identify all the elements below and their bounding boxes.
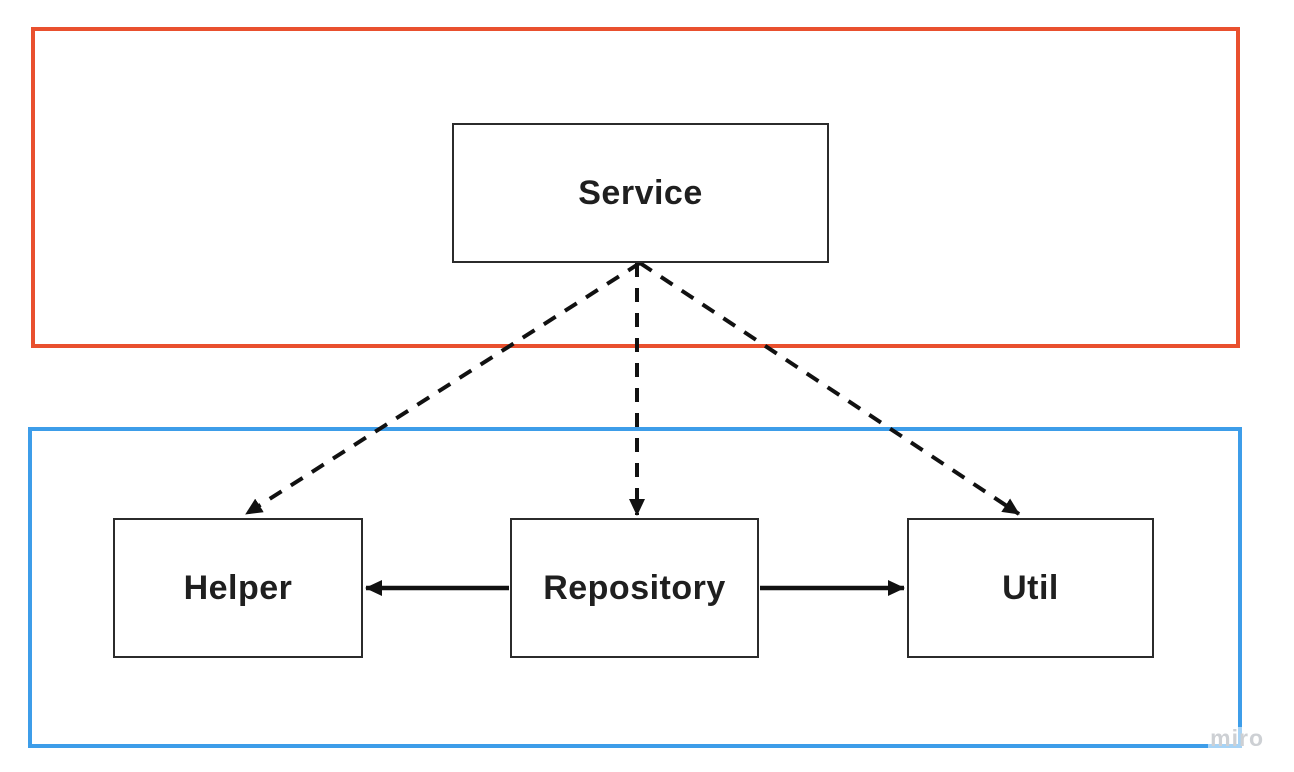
edge-service-to-util[interactable] bbox=[638, 261, 1021, 516]
helper-node-label: Helper bbox=[183, 568, 293, 607]
repository-node-label: Repository bbox=[543, 568, 726, 607]
service-node-label: Service bbox=[578, 173, 703, 212]
bottom-group-frame[interactable] bbox=[28, 427, 1242, 748]
repository-node[interactable]: Repository bbox=[510, 518, 759, 658]
edge-service-to-helper[interactable] bbox=[244, 261, 642, 516]
miro-watermark: miro bbox=[1208, 725, 1266, 751]
util-node[interactable]: Util bbox=[907, 518, 1154, 658]
service-node[interactable]: Service bbox=[452, 123, 829, 263]
util-node-label: Util bbox=[1002, 568, 1059, 607]
helper-node[interactable]: Helper bbox=[113, 518, 363, 658]
